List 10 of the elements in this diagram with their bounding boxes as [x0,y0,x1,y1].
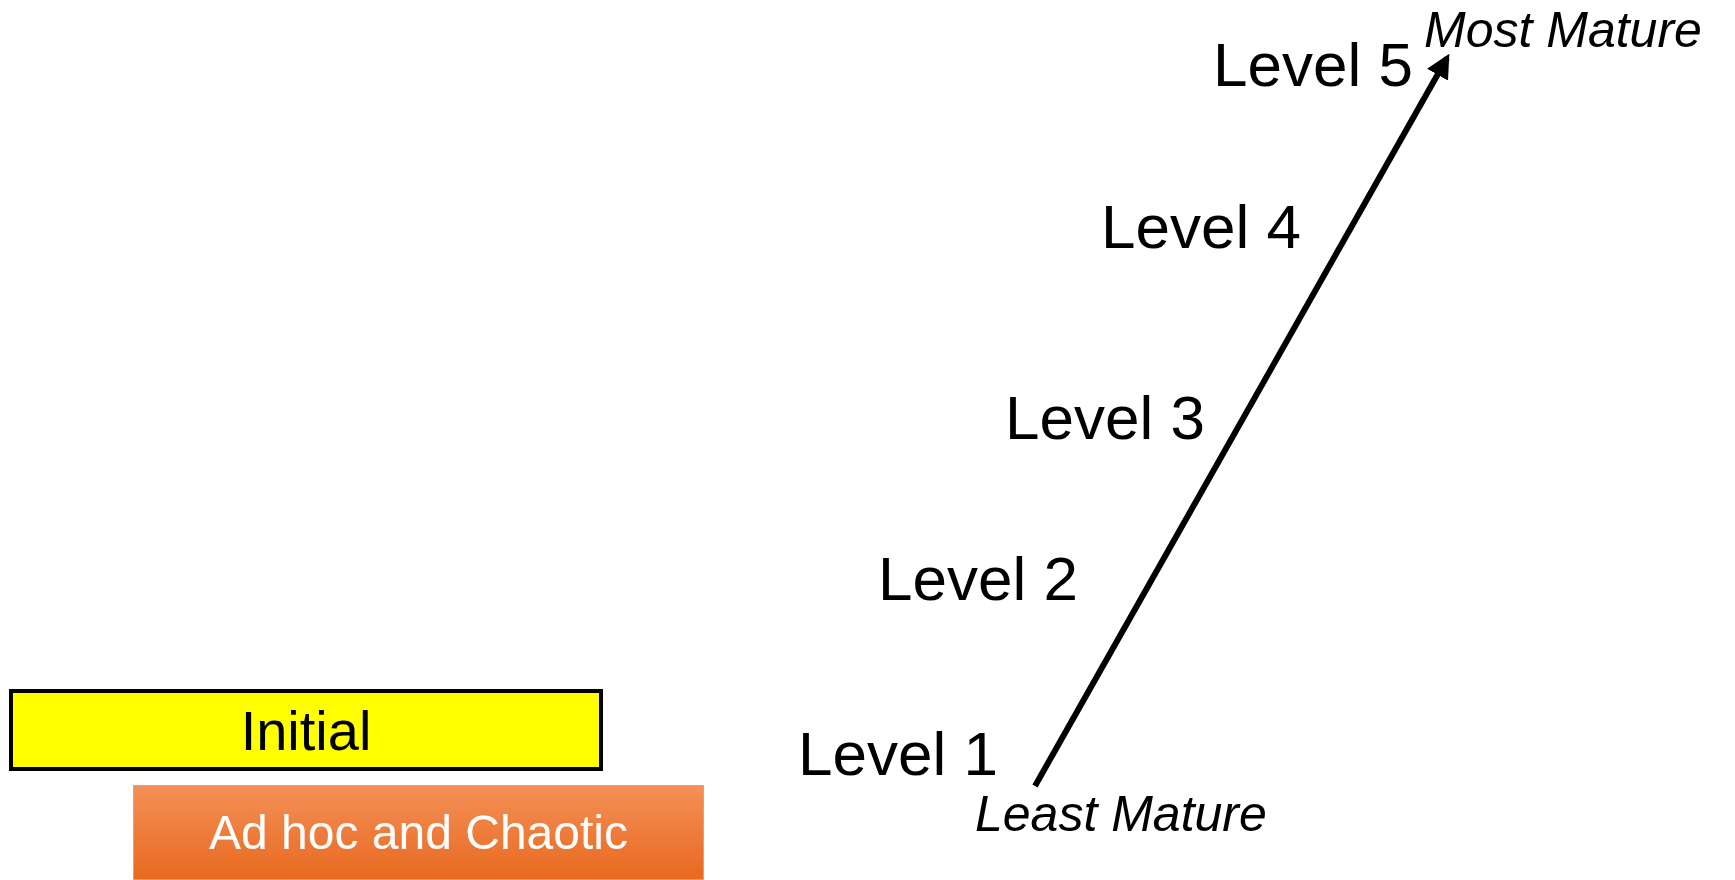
scale-end-label: Least Mature [975,786,1267,842]
level-label: Level 1 [798,719,998,789]
level-label: Level 3 [1005,383,1205,453]
scale-end-label: Most Mature [1424,2,1702,58]
stage-box: Initial [9,689,603,771]
level-label: Level 4 [1101,192,1301,262]
level-label: Level 2 [878,544,1078,614]
stage-box: Ad hoc and Chaotic [133,785,704,880]
level-label: Level 5 [1213,30,1413,100]
arrow [1032,53,1450,788]
